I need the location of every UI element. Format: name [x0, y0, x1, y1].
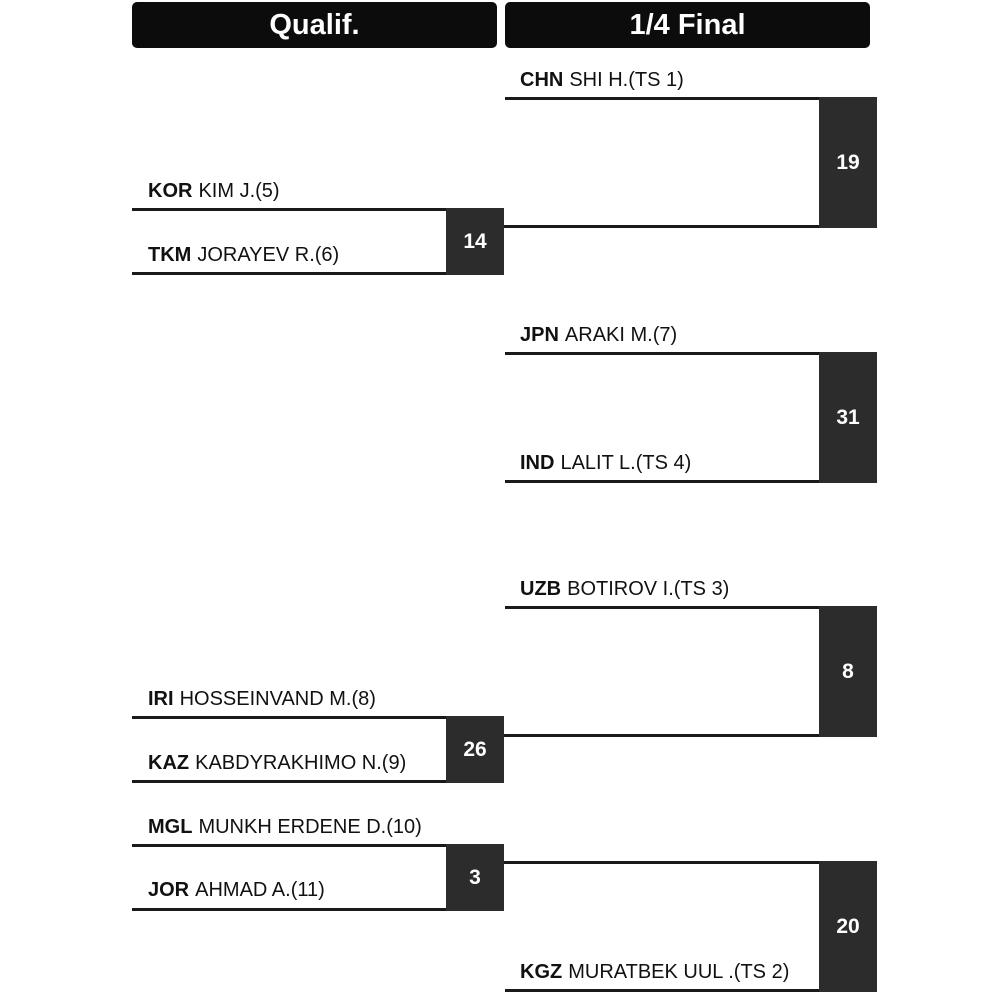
- country-code: KAZ: [148, 752, 190, 774]
- player-name: JORAYEV R.(6): [197, 244, 340, 266]
- score-box: 31: [819, 352, 877, 483]
- country-code: TKM: [148, 244, 192, 266]
- player-name: SHI H.(TS 1): [569, 69, 684, 91]
- bracket-line: [505, 97, 821, 100]
- player-name: KIM J.(5): [198, 180, 280, 202]
- bracket-line: [504, 225, 820, 228]
- country-code: JOR: [148, 879, 190, 901]
- bracket-line: [504, 734, 820, 737]
- country-code: CHN: [520, 69, 564, 91]
- country-code: IND: [520, 452, 555, 474]
- bracket-line: [132, 272, 448, 275]
- score-box: 19: [819, 97, 877, 228]
- country-code: MGL: [148, 816, 193, 838]
- player-name: BOTIROV I.(TS 3): [567, 578, 730, 600]
- score-box: 26: [446, 716, 504, 783]
- bracket-line: [505, 989, 821, 992]
- country-code: KOR: [148, 180, 193, 202]
- country-code: IRI: [148, 688, 174, 710]
- bracket-line: [132, 908, 448, 911]
- player-name: HOSSEINVAND M.(8): [179, 688, 376, 710]
- bracket-line: [505, 480, 821, 483]
- player-name: KABDYRAKHIMO N.(9): [195, 752, 407, 774]
- country-code: UZB: [520, 578, 562, 600]
- score-box: 8: [819, 606, 877, 737]
- round-header-quarterfinal: 1/4 Final: [505, 2, 870, 48]
- bracket-line: [132, 716, 448, 719]
- score-box: 3: [446, 844, 504, 911]
- player-name: MUNKH ERDENE D.(10): [198, 816, 422, 838]
- bracket-line: [505, 352, 821, 355]
- score-box: 20: [819, 861, 877, 992]
- round-header-qualif: Qualif.: [132, 2, 497, 48]
- score-box: 14: [446, 208, 504, 275]
- country-code: KGZ: [520, 961, 563, 983]
- bracket-line: [505, 606, 821, 609]
- country-code: JPN: [520, 324, 559, 346]
- bracket-line: [132, 208, 448, 211]
- player-name: MURATBEK UUL .(TS 2): [568, 961, 790, 983]
- player-name: AHMAD A.(11): [195, 879, 325, 901]
- bracket-line: [504, 861, 820, 864]
- bracket-line: [132, 844, 448, 847]
- bracket-line: [132, 780, 448, 783]
- player-name: LALIT L.(TS 4): [560, 452, 692, 474]
- player-name: ARAKI M.(7): [564, 324, 678, 346]
